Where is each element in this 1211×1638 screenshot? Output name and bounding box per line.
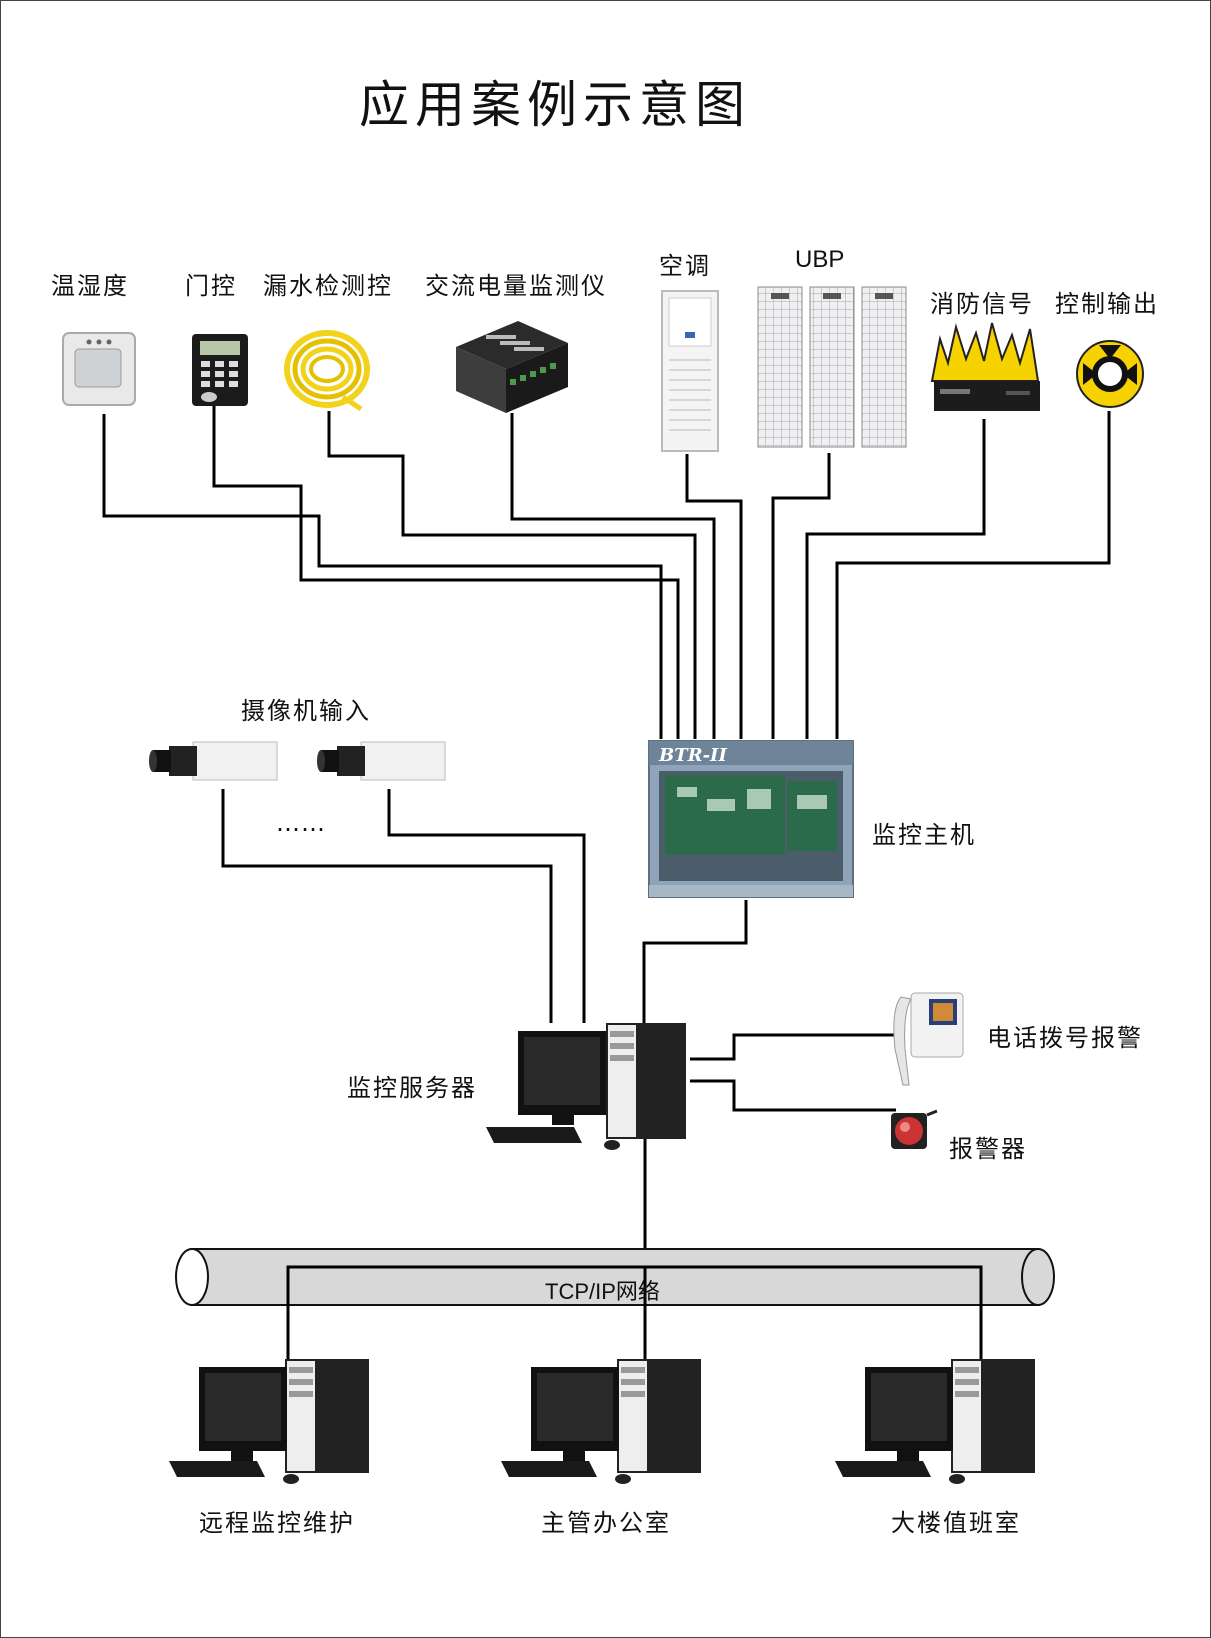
label-ups: UBP <box>795 246 845 273</box>
label-phone-alarm: 电话拨号报警 <box>987 1024 1143 1052</box>
label-temp-humidity: 温湿度 <box>51 272 129 300</box>
wire-alarm <box>690 1079 896 1112</box>
alarm-siren-icon <box>881 1107 941 1162</box>
label-client-supervisor: 主管办公室 <box>541 1509 671 1537</box>
wire-temp-humidity <box>102 414 663 739</box>
camera-1-icon <box>149 736 279 791</box>
wire-camera-2 <box>387 789 586 1023</box>
camera-ellipsis: …… <box>276 809 326 837</box>
label-door: 门控 <box>185 272 237 300</box>
fire-signal-icon <box>926 319 1046 424</box>
label-client-remote: 远程监控维护 <box>199 1509 355 1537</box>
label-monitoring-server: 监控服务器 <box>347 1074 477 1102</box>
monitoring-host-icon <box>647 739 857 906</box>
host-badge: BTR-II <box>659 745 727 766</box>
label-ac-power: 交流电量监测仪 <box>425 272 607 300</box>
wire-ac-power <box>510 413 716 739</box>
label-camera-input: 摄像机输入 <box>241 697 371 725</box>
camera-2-icon <box>317 736 447 791</box>
wire-air-conditioner <box>685 454 743 739</box>
wire-ups <box>771 453 831 739</box>
phone-dialer-icon <box>889 989 969 1094</box>
tcp-ip-network-pipe <box>172 1247 1062 1314</box>
ups-cabinets-icon <box>757 285 907 458</box>
client-supervisor-pc-icon <box>501 1357 711 1492</box>
wire-door <box>212 406 680 739</box>
page-title: 应用案例示意图 <box>359 76 751 134</box>
wire-control-output <box>835 411 1111 739</box>
label-air-conditioner: 空调 <box>659 252 711 280</box>
door-keypad-icon <box>191 333 251 414</box>
client-duty-room-pc-icon <box>835 1357 1045 1492</box>
water-leak-cable-icon <box>283 329 373 418</box>
temp-humidity-sensor-icon <box>61 331 141 416</box>
label-alarm: 报警器 <box>949 1135 1027 1163</box>
ac-power-monitor-icon <box>448 317 574 420</box>
client-remote-pc-icon <box>169 1357 379 1492</box>
wire-camera-1 <box>221 789 553 1023</box>
control-output-icon <box>1075 339 1145 414</box>
wire-water-leak <box>327 411 697 739</box>
monitoring-server-icon <box>486 1021 696 1156</box>
label-network: TCP/IP网络 <box>545 1279 660 1304</box>
wire-fire-signal <box>805 419 986 739</box>
label-monitoring-host: 监控主机 <box>872 821 976 849</box>
wire-phone <box>690 1033 901 1061</box>
label-fire-signal: 消防信号 <box>930 290 1034 318</box>
label-control-output: 控制输出 <box>1055 290 1159 318</box>
air-conditioner-icon <box>661 290 721 459</box>
wire-host-server <box>642 900 748 1023</box>
label-water-leak: 漏水检测控 <box>263 272 393 300</box>
label-client-duty-room: 大楼值班室 <box>891 1509 1021 1537</box>
